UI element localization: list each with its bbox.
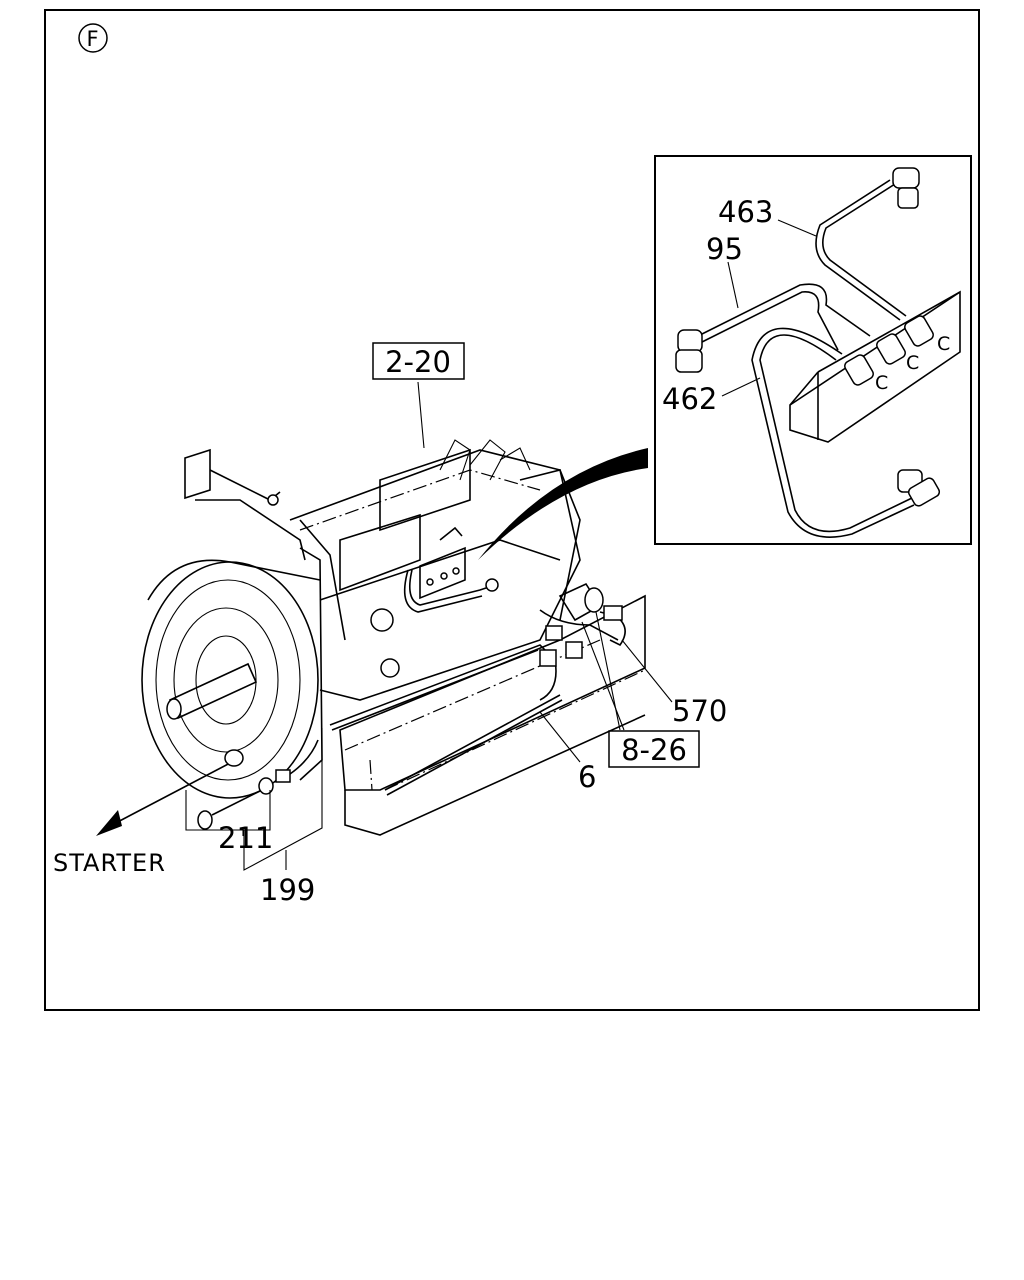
harness-463: [815, 179, 901, 321]
starter-label: STARTER: [53, 849, 166, 877]
callout-570: 570: [672, 694, 727, 728]
callout-95: 95: [706, 232, 743, 266]
callout-199: 199: [260, 873, 315, 907]
sensor-assembly: [539, 582, 626, 647]
connector-group: C C C: [844, 315, 951, 394]
harness-95-end-connector: [675, 329, 703, 373]
harness-462-end-connector: [897, 469, 941, 507]
callout-6: 6: [578, 760, 596, 794]
boxed-callout-2-20-frame: [372, 342, 465, 380]
harness-462: [759, 334, 913, 533]
connector-letter: C: [906, 352, 920, 374]
boxed-callout-2-20: 2-20: [385, 345, 451, 379]
transmission-assembly: [141, 439, 581, 799]
harness-463-end-connector: [892, 167, 920, 209]
starter-bolts: [96, 739, 319, 836]
diagram-frame: [44, 9, 980, 1011]
connector-letter: C: [937, 333, 951, 355]
harness-6: [329, 625, 583, 796]
callout-463: 463: [718, 195, 773, 229]
harness-95: [699, 283, 871, 337]
callout-462: 462: [662, 382, 717, 416]
callout-211: 211: [218, 821, 273, 855]
view-marker: F: [78, 23, 108, 53]
connector-letter: C: [875, 372, 889, 394]
detail-pointer: [478, 448, 648, 560]
callout-brackets: [185, 728, 323, 871]
chassis-rail: [339, 594, 646, 836]
boxed-callout-8-26: 8-26: [621, 733, 687, 767]
view-marker-letter: F: [86, 27, 99, 51]
detail-inset: C C C 463 95 462: [654, 155, 972, 545]
boxed-callout-8-26-frame: [608, 730, 700, 768]
